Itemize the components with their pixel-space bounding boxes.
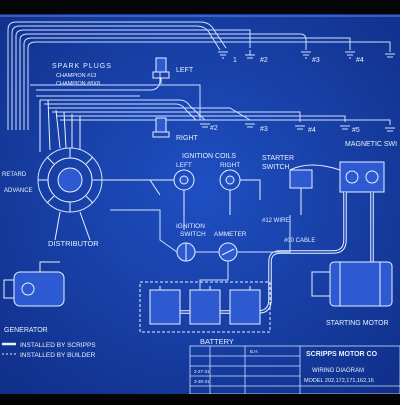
cyl-top-3: #3 <box>312 57 320 64</box>
blueprint-sheet <box>0 14 400 400</box>
ignition-switch-label-1: IGNITION <box>176 223 205 230</box>
cyl-top-2: #2 <box>260 57 268 64</box>
legend <box>2 342 16 355</box>
starter-switch <box>289 169 313 215</box>
retard-label: RETARD <box>2 172 27 178</box>
right-bank-label: RIGHT <box>176 135 199 142</box>
top-wire-bundle <box>7 21 391 130</box>
bottom-border <box>0 394 400 400</box>
ignition-coils <box>150 169 261 215</box>
distributor <box>37 99 161 241</box>
ignition-switch <box>176 242 196 262</box>
cyl-top-4: #4 <box>356 57 364 64</box>
magnetic-switch-label: MAGNETIC SWI <box>345 141 397 148</box>
left-bank-label: LEFT <box>176 67 194 74</box>
title-date-1: 2-27-31 <box>194 369 210 374</box>
coils-right-label: RIGHT <box>220 162 240 169</box>
top-border <box>0 0 400 14</box>
starter-switch-label-1: STARTER <box>262 155 294 162</box>
magnetic-switch <box>289 161 385 193</box>
starter-switch-label-2: SWITCH <box>262 164 290 171</box>
title-date-2: 3-30-31 <box>194 379 210 384</box>
title-initials: B.H. <box>250 349 259 354</box>
champion-2-label: CHAMPION #8X8 <box>56 81 100 87</box>
left-spark-plug <box>152 57 170 84</box>
ground-symbols-mid <box>200 123 395 132</box>
starting-motor-label: STARTING MOTOR <box>326 320 389 327</box>
ignition-coils-label: IGNITION COILS <box>182 153 236 160</box>
battery-label: BATTERY <box>200 337 234 346</box>
right-bank-wires <box>40 99 391 125</box>
legend-builder: INSTALLED BY BUILDER <box>20 352 96 359</box>
cyl-mid-5: #5 <box>352 127 360 134</box>
champion-1-label: CHAMPION #13 <box>56 73 96 79</box>
generator <box>3 261 65 307</box>
dash-wiring <box>110 209 291 300</box>
ammeter-label: AMMETER <box>214 231 247 238</box>
advance-label: ADVANCE <box>4 188 33 194</box>
distributor-label: DISTRIBUTOR <box>48 239 99 248</box>
cyl-mid-2: #2 <box>210 125 218 132</box>
right-spark-plug <box>152 117 170 138</box>
cyl-mid-3: #3 <box>260 126 268 133</box>
coils-left-label: LEFT <box>176 162 192 169</box>
title-model: MODEL 202,172,171,162,16 <box>304 378 374 384</box>
wire-12-label: #12 WIRE <box>262 218 289 224</box>
spark-plugs-label: SPARK PLUGS <box>52 63 112 70</box>
legend-scripps: INSTALLED BY SCRIPPS <box>20 342 96 349</box>
ignition-switch-label-2: SWITCH <box>180 231 206 238</box>
generator-label: GENERATOR <box>4 327 48 334</box>
title-drawing: WIRING DIAGRAM <box>312 368 364 374</box>
title-company: SCRIPPS MOTOR CO <box>306 351 378 358</box>
cyl-mid-4: #4 <box>308 127 316 134</box>
ground-symbols-top <box>218 50 395 59</box>
cable-00-label: #00 CABLE <box>284 238 315 244</box>
cyl-top-1: 1 <box>233 57 237 64</box>
starting-motor <box>311 261 393 307</box>
battery <box>139 281 271 333</box>
ammeter <box>218 242 238 262</box>
